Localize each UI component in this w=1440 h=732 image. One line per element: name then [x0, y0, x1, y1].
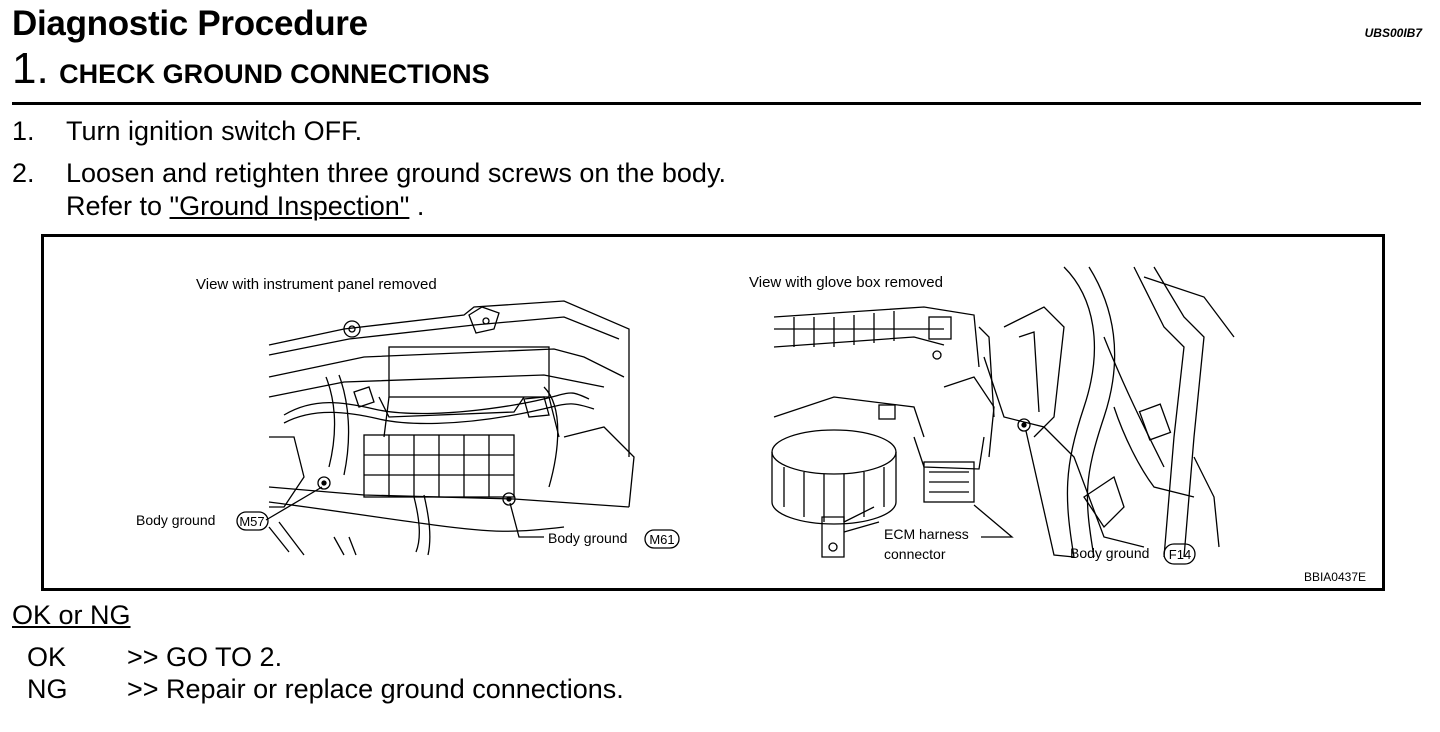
right-view-drawing	[771, 266, 1235, 558]
f14-label: Body ground	[1070, 545, 1149, 561]
m57-callout-bubble	[236, 511, 269, 531]
fuse-block-grid	[363, 434, 515, 498]
ground-screw-m57	[317, 476, 331, 490]
ecm-harness-connector	[923, 461, 975, 503]
m61-code: M61	[649, 532, 674, 547]
ground-screw-f14	[1017, 418, 1031, 432]
m61-callout-bubble	[644, 529, 680, 549]
step-heading: 1. CHECK GROUND CONNECTIONS	[12, 44, 490, 94]
document-code: UBS00IB7	[1364, 26, 1422, 40]
ecm-label-line-1: ECM harness	[884, 526, 969, 542]
m57-code: M57	[239, 514, 264, 529]
result-ng-action: >> Repair or replace ground connections.	[127, 674, 624, 704]
instruction-number: 1.	[12, 116, 35, 146]
f14-code: F14	[1169, 547, 1191, 562]
left-view-drawing	[265, 300, 635, 556]
figure-panel: View with instrument panel removed View …	[41, 234, 1385, 591]
ok-ng-heading: OK or NG	[12, 600, 131, 630]
instruction-text: Loosen and retighten three ground screws…	[66, 158, 726, 188]
m61-label: Body ground	[548, 530, 627, 546]
step-number: 1.	[12, 44, 49, 93]
step-title: CHECK GROUND CONNECTIONS	[59, 59, 490, 89]
page-title: Diagnostic Procedure	[12, 4, 368, 43]
result-ok-action: >> GO TO 2.	[127, 642, 283, 672]
ecm-label-line-2: connector	[884, 546, 946, 562]
f14-callout-bubble	[1163, 543, 1196, 565]
reference-suffix: .	[409, 191, 425, 221]
right-view-caption: View with glove box removed	[749, 274, 943, 291]
ground-screw-m61	[502, 492, 516, 506]
ground-inspection-link[interactable]: "Ground Inspection"	[169, 191, 410, 221]
reference-prefix: Refer to	[66, 191, 170, 221]
heading-divider	[12, 102, 1421, 105]
result-ok-key: OK	[27, 642, 67, 672]
left-view-caption: View with instrument panel removed	[196, 276, 437, 293]
m57-label: Body ground	[136, 512, 215, 528]
figure-code: BBIA0437E	[1304, 570, 1366, 584]
instruction-text: Turn ignition switch OFF.	[66, 116, 363, 146]
instruction-number: 2.	[12, 158, 35, 188]
result-ng-key: NG	[27, 674, 68, 704]
ground-locations-illustration: View with instrument panel removed View …	[136, 266, 1366, 584]
reference-line: Refer to "Ground Inspection" .	[66, 191, 424, 222]
